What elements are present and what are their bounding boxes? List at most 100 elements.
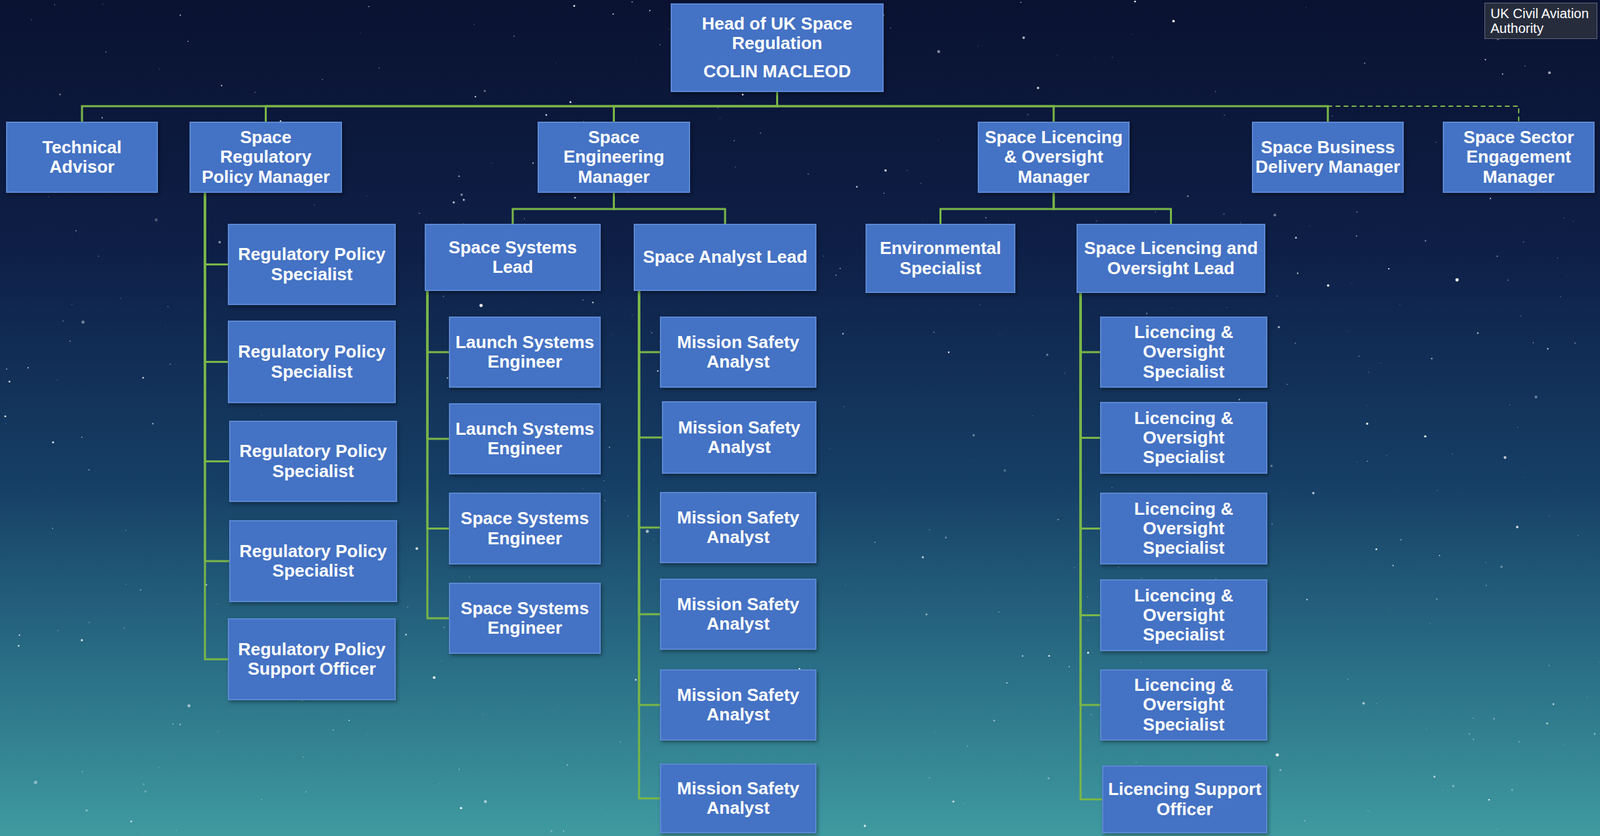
star [187, 704, 191, 707]
star [843, 405, 845, 407]
role-title: Head of UK Space Regulation [674, 14, 881, 54]
star [969, 459, 972, 461]
star [1400, 538, 1402, 541]
star [550, 829, 553, 832]
role-box: Regulatory Policy Specialist [227, 223, 396, 306]
star [1438, 555, 1441, 557]
star [1452, 784, 1455, 788]
star [469, 576, 470, 578]
star [1540, 534, 1543, 537]
star [1548, 71, 1551, 74]
star [1294, 342, 1296, 344]
star [1111, 487, 1113, 489]
star [1455, 278, 1459, 282]
head-box: Head of UK Space RegulationCOLIN MACLEOD [670, 3, 884, 93]
star [1020, 2, 1022, 4]
star [81, 770, 84, 773]
star [142, 783, 145, 786]
star [1006, 682, 1008, 684]
star [1470, 788, 1473, 791]
star [179, 723, 181, 726]
star [1226, 307, 1228, 308]
star [481, 713, 484, 715]
star [1223, 213, 1225, 215]
role-box: Regulatory Policy Specialist [227, 320, 396, 404]
star [69, 340, 71, 343]
star [62, 320, 64, 322]
star [1186, 195, 1189, 198]
role-title: Space Systems Engineer [452, 598, 598, 638]
star [360, 32, 361, 33]
star [937, 50, 941, 54]
org-connector [81, 92, 778, 122]
star [1392, 564, 1394, 566]
role-title: Space Engineering Manager [540, 127, 687, 187]
star [365, 195, 367, 197]
star [952, 800, 955, 803]
org-connector [777, 92, 1329, 122]
star [57, 629, 60, 631]
star [1022, 36, 1025, 39]
star [1574, 342, 1576, 344]
star [612, 13, 614, 15]
role-title: Mission Safety Analyst [663, 685, 814, 725]
star [532, 162, 534, 164]
star [1223, 114, 1225, 116]
star [1380, 362, 1382, 364]
role-box: Space Licencing and Oversight Lead [1076, 223, 1266, 293]
star [1356, 461, 1358, 463]
star [823, 255, 824, 257]
star [1171, 307, 1174, 309]
role-title: Environmental Specialist [868, 238, 1013, 278]
star [459, 807, 462, 810]
star [844, 583, 847, 585]
star [169, 363, 171, 365]
star [52, 441, 55, 444]
role-box: Space Systems Engineer [448, 492, 601, 565]
manager-box: Space Licencing & Oversight Manager [977, 121, 1130, 193]
star [366, 734, 367, 736]
org-connector [1080, 292, 1101, 439]
star [1586, 696, 1588, 698]
role-title: Licencing Support Officer [1105, 779, 1265, 819]
star [631, 315, 633, 316]
role-box: Licencing & Oversight Specialist [1100, 316, 1268, 388]
role-box: Space Systems Lead [424, 223, 601, 291]
star [636, 60, 638, 62]
star [979, 304, 982, 306]
star [524, 218, 525, 220]
star [1477, 331, 1480, 334]
star [1135, 762, 1137, 763]
star [1276, 295, 1278, 297]
star [142, 376, 145, 380]
star [645, 529, 650, 533]
star [1563, 217, 1566, 220]
manager-box: Space Engineering Manager [537, 121, 691, 193]
role-box: Regulatory Policy Support Officer [227, 618, 396, 701]
star [1351, 282, 1353, 284]
role-box: Space Analyst Lead [633, 223, 817, 291]
star [611, 333, 613, 335]
star [582, 487, 584, 489]
star [368, 6, 370, 8]
org-connector [204, 192, 228, 363]
star [1489, 197, 1492, 199]
star [490, 162, 492, 164]
star [405, 633, 407, 636]
manager-box: Space Regulatory Policy Manager [189, 121, 343, 193]
star [839, 268, 841, 269]
star [1573, 221, 1574, 222]
role-title: Mission Safety Analyst [663, 332, 814, 372]
star [972, 434, 976, 437]
star [1294, 236, 1297, 239]
star [741, 93, 744, 96]
org-connector [204, 192, 230, 562]
org-connector [266, 92, 778, 122]
star [1565, 275, 1568, 277]
star [635, 678, 638, 681]
star [1003, 469, 1006, 472]
star [649, 10, 651, 12]
org-connector [639, 290, 660, 799]
star [545, 114, 548, 117]
